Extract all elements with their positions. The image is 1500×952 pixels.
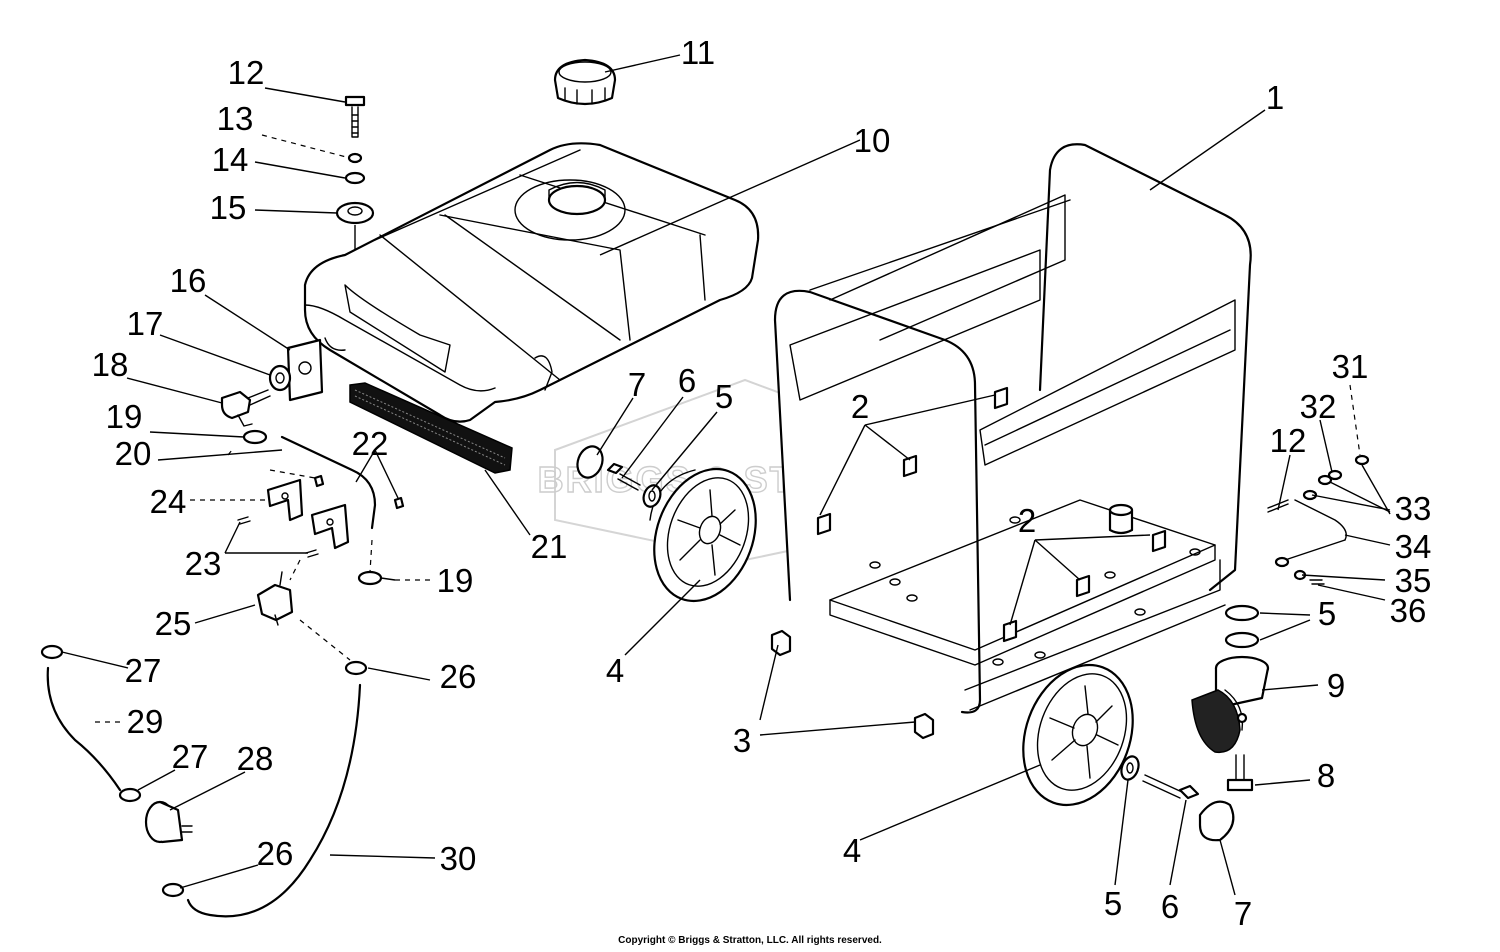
fuel-tank-part <box>303 142 760 423</box>
ground-wire-parts <box>1267 454 1370 585</box>
callout-13: 13 <box>217 100 254 137</box>
base-holes <box>869 516 1201 666</box>
callout-labels: 1 2 2 3 4 4 5 5 5 6 6 7 7 8 9 10 11 12 1… <box>92 34 1432 932</box>
callout-21: 21 <box>531 528 568 565</box>
callout-12: 12 <box>228 54 265 91</box>
callout-31: 31 <box>1332 348 1369 385</box>
fuel-hose-long <box>186 683 362 918</box>
fuel-outlet-parts <box>220 338 324 427</box>
callout-32: 32 <box>1300 388 1337 425</box>
callout-26: 26 <box>257 835 294 872</box>
callout-2: 2 <box>851 388 869 425</box>
callout-19: 19 <box>106 398 143 435</box>
callout-19: 19 <box>437 562 474 599</box>
callout-5: 5 <box>715 378 733 415</box>
axle-hardware <box>576 445 1235 842</box>
callout-6: 6 <box>1161 888 1179 925</box>
callout-18: 18 <box>92 346 129 383</box>
leader-lines <box>61 54 1391 896</box>
callout-14: 14 <box>212 141 249 178</box>
callout-3: 3 <box>733 722 751 759</box>
callout-22: 22 <box>352 425 389 462</box>
wheel-right <box>1022 663 1134 807</box>
callout-17: 17 <box>127 305 164 342</box>
foam-pad-part <box>349 382 513 474</box>
callout-16: 16 <box>170 262 207 299</box>
callout-7: 7 <box>628 366 646 403</box>
callout-2: 2 <box>1018 502 1036 539</box>
vent-part <box>144 800 193 844</box>
callout-5: 5 <box>1318 595 1336 632</box>
callout-5: 5 <box>1104 885 1122 922</box>
callout-4: 4 <box>843 832 861 869</box>
copyright-notice: Copyright © Briggs & Stratton, LLC. All … <box>618 935 882 946</box>
caster-bolt-part <box>1226 754 1254 792</box>
callout-30: 30 <box>440 840 477 877</box>
hose-clamps <box>40 429 383 898</box>
callout-33: 33 <box>1395 490 1432 527</box>
callout-4: 4 <box>606 652 624 689</box>
bracket-parts <box>770 629 935 740</box>
callout-20: 20 <box>115 435 152 472</box>
callout-24: 24 <box>150 483 187 520</box>
vent-hose-part <box>46 666 122 792</box>
callout-28: 28 <box>237 740 274 777</box>
valve-bracket-parts <box>237 474 405 558</box>
callout-11: 11 <box>681 34 715 71</box>
callout-27: 27 <box>172 738 209 775</box>
clip-parts <box>816 386 1167 643</box>
fuel-valve-part <box>256 571 294 626</box>
callout-34: 34 <box>1395 528 1432 565</box>
callout-12: 12 <box>1270 422 1307 459</box>
caster-wheel-part <box>1191 604 1270 754</box>
callout-27: 27 <box>125 652 162 689</box>
callout-35: 35 <box>1395 562 1432 599</box>
callout-6: 6 <box>678 362 696 399</box>
callout-8: 8 <box>1317 757 1335 794</box>
fuel-cap-part <box>553 58 617 106</box>
callout-25: 25 <box>155 605 192 642</box>
tank-mount-hardware <box>335 95 375 225</box>
callout-1: 1 <box>1266 79 1284 116</box>
callout-26: 26 <box>440 658 477 695</box>
callout-10: 10 <box>854 122 891 159</box>
callout-15: 15 <box>210 189 247 226</box>
frame-part <box>773 143 1252 714</box>
callout-9: 9 <box>1327 667 1345 704</box>
callout-23: 23 <box>185 545 222 582</box>
callout-7: 7 <box>1234 895 1252 932</box>
callout-36: 36 <box>1390 592 1427 629</box>
callout-29: 29 <box>127 703 164 740</box>
